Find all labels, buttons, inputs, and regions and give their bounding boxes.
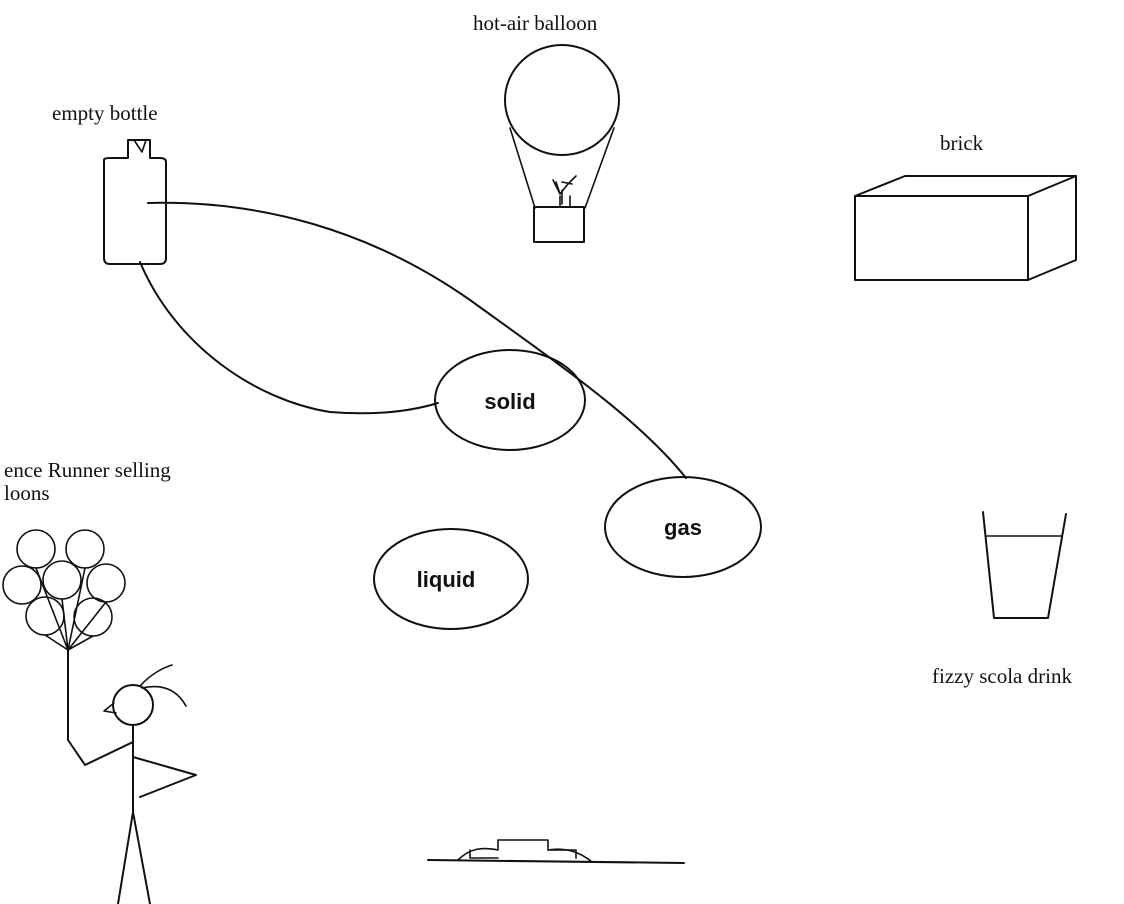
car-on-road-icon[interactable] [427,839,685,864]
state-liquid[interactable]: liquid [373,528,529,630]
hot-air-balloon-label: hot-air balloon [473,11,598,35]
empty-bottle-label: empty bottle [52,101,158,125]
connection-bottle-solid [139,261,439,415]
connection-bottle-gas [147,201,687,479]
balloon-seller-icon[interactable] [2,529,197,904]
fizzy-drink-icon[interactable] [982,511,1067,619]
empty-bottle-icon[interactable] [103,139,167,265]
hot-air-balloon-icon[interactable] [504,44,620,243]
state-gas-label: gas [664,515,702,540]
state-solid-label: solid [484,389,535,414]
fizzy-drink-label: fizzy scola drink [932,664,1072,688]
runner-label-line1: ence Runner selling [4,458,171,482]
state-gas[interactable]: gas [604,476,762,578]
brick-icon[interactable] [854,175,1077,281]
state-liquid-label: liquid [417,567,476,592]
runner-label-line2: loons [4,481,50,505]
state-solid[interactable]: solid [434,349,586,451]
brick-label: brick [940,131,984,155]
